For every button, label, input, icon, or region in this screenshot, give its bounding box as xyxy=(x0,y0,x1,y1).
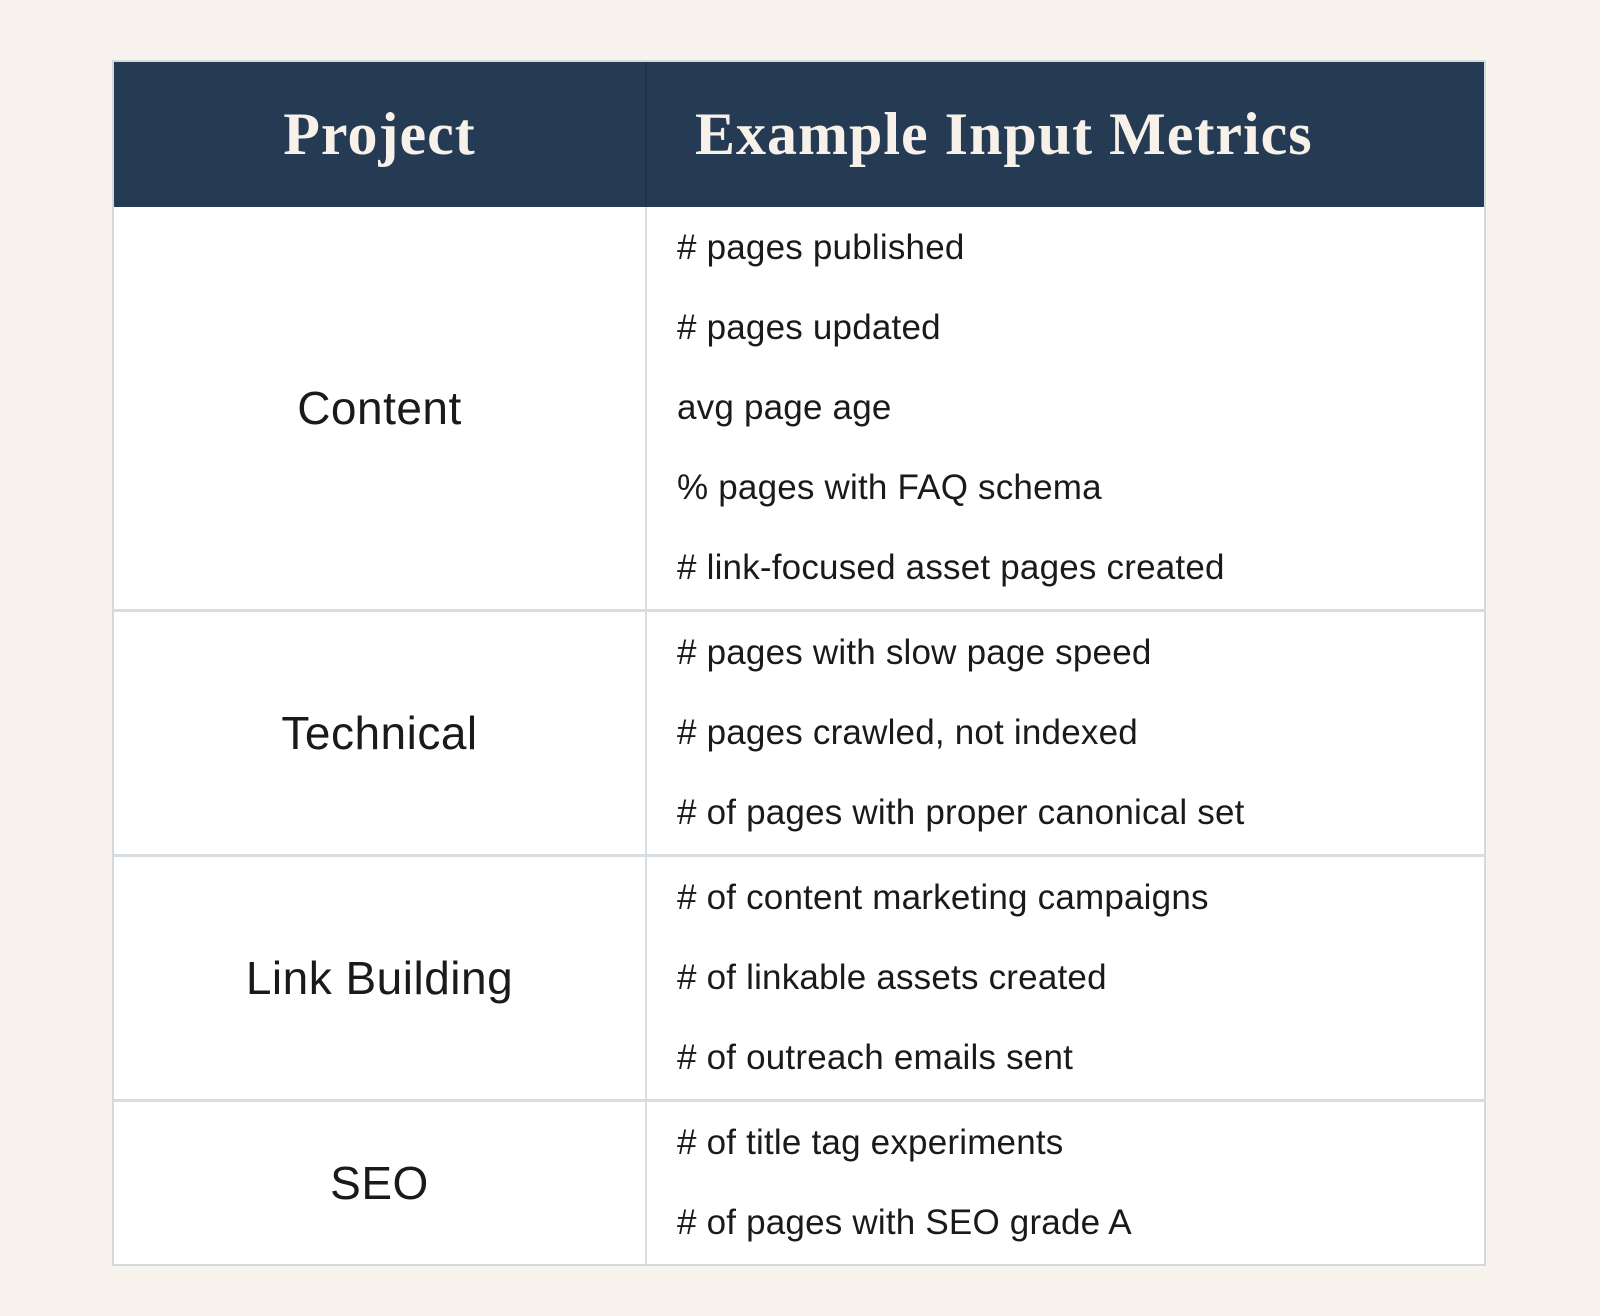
metric-line: # pages updated xyxy=(677,308,941,347)
table-row-technical: Technical # pages with slow page speed #… xyxy=(114,609,1484,854)
table-header-row: Project Example Input Metrics xyxy=(114,62,1484,207)
header-cell-project: Project xyxy=(283,101,476,167)
metrics-cell: # pages published # pages updated avg pa… xyxy=(645,207,1484,609)
metrics-cell: # of title tag experiments # of pages wi… xyxy=(645,1102,1484,1264)
project-cell: Link Building xyxy=(245,952,514,1004)
metrics-cell: # of content marketing campaigns # of li… xyxy=(645,857,1484,1099)
metric-line: # of content marketing campaigns xyxy=(677,878,1209,917)
metric-line: # pages published xyxy=(677,228,965,267)
metric-line: % pages with FAQ schema xyxy=(677,468,1102,507)
header-cell-metrics: Example Input Metrics xyxy=(645,62,1484,207)
metric-line: # pages crawled, not indexed xyxy=(677,713,1138,752)
table-row-link-building: Link Building # of content marketing cam… xyxy=(114,854,1484,1099)
metric-line: # of linkable assets created xyxy=(677,958,1107,997)
project-metrics-table: Project Example Input Metrics Content # … xyxy=(112,60,1486,1266)
metrics-cell: # pages with slow page speed # pages cra… xyxy=(645,612,1484,854)
project-cell: Content xyxy=(297,382,462,434)
project-cell: SEO xyxy=(330,1157,429,1209)
project-cell: Technical xyxy=(281,707,478,759)
metric-line: # of pages with proper canonical set xyxy=(677,793,1245,832)
metric-line: # of pages with SEO grade A xyxy=(677,1203,1132,1242)
metric-line: # of outreach emails sent xyxy=(677,1038,1074,1077)
metric-line: # pages with slow page speed xyxy=(677,633,1152,672)
metric-line: # of title tag experiments xyxy=(677,1123,1064,1162)
metric-line: # link-focused asset pages created xyxy=(677,548,1225,587)
metric-line: avg page age xyxy=(677,388,892,427)
table-row-seo: SEO # of title tag experiments # of page… xyxy=(114,1099,1484,1264)
table-row-content: Content # pages published # pages update… xyxy=(114,207,1484,609)
